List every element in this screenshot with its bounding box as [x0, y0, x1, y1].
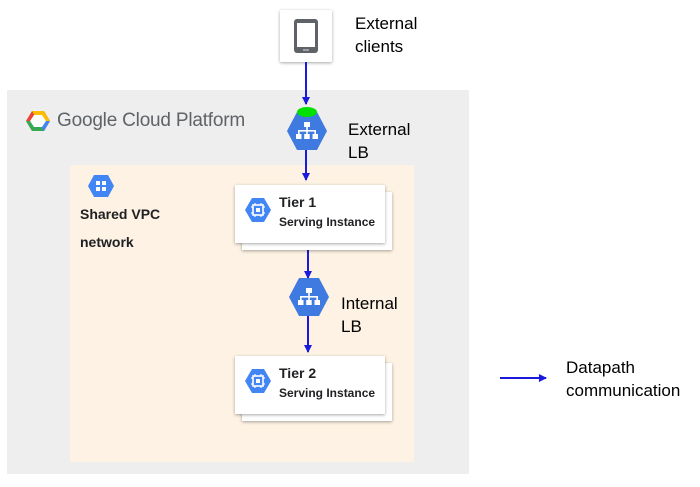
legend-label: Datapath communication	[566, 356, 680, 402]
vpc-label-line1: Shared VPC	[80, 206, 161, 222]
tier2-subtitle: Serving Instance	[279, 386, 376, 400]
compute-engine-icon	[245, 198, 271, 222]
external-lb-line2: LB	[348, 143, 369, 162]
vpc-label-line2: network	[80, 234, 134, 250]
internal-lb-line2: LB	[341, 317, 362, 336]
tier1-subtitle: Serving Instance	[279, 215, 376, 229]
tier1-title: Tier 1	[279, 194, 317, 210]
internal-lb-label: Internal LB	[341, 292, 398, 338]
google-cloud-logo-icon	[26, 111, 50, 131]
internal-lb-icon	[289, 278, 329, 316]
external-lb-icon	[287, 107, 327, 150]
vpc-network-icon	[88, 175, 114, 197]
external-lb-line1: External	[348, 120, 411, 139]
tier2-title: Tier 2	[279, 365, 317, 381]
legend-line2: communication	[566, 381, 681, 400]
tier2-card: Tier 2 Serving Instance	[235, 356, 385, 414]
internal-lb-line1: Internal	[341, 294, 398, 313]
platform-title: Google Cloud Platform	[57, 110, 246, 131]
external-client-device	[280, 10, 332, 62]
external-clients-line2: clients	[355, 37, 404, 56]
external-lb-label: External LB	[348, 118, 410, 164]
compute-engine-icon	[245, 369, 271, 393]
smartphone-icon	[294, 19, 318, 53]
legend-line1: Datapath	[566, 358, 635, 377]
external-clients-line1: External	[355, 14, 418, 33]
external-clients-label: External clients	[355, 12, 417, 58]
vpc-label: Shared VPC network	[80, 200, 160, 256]
tier1-card: Tier 1 Serving Instance	[235, 185, 385, 243]
